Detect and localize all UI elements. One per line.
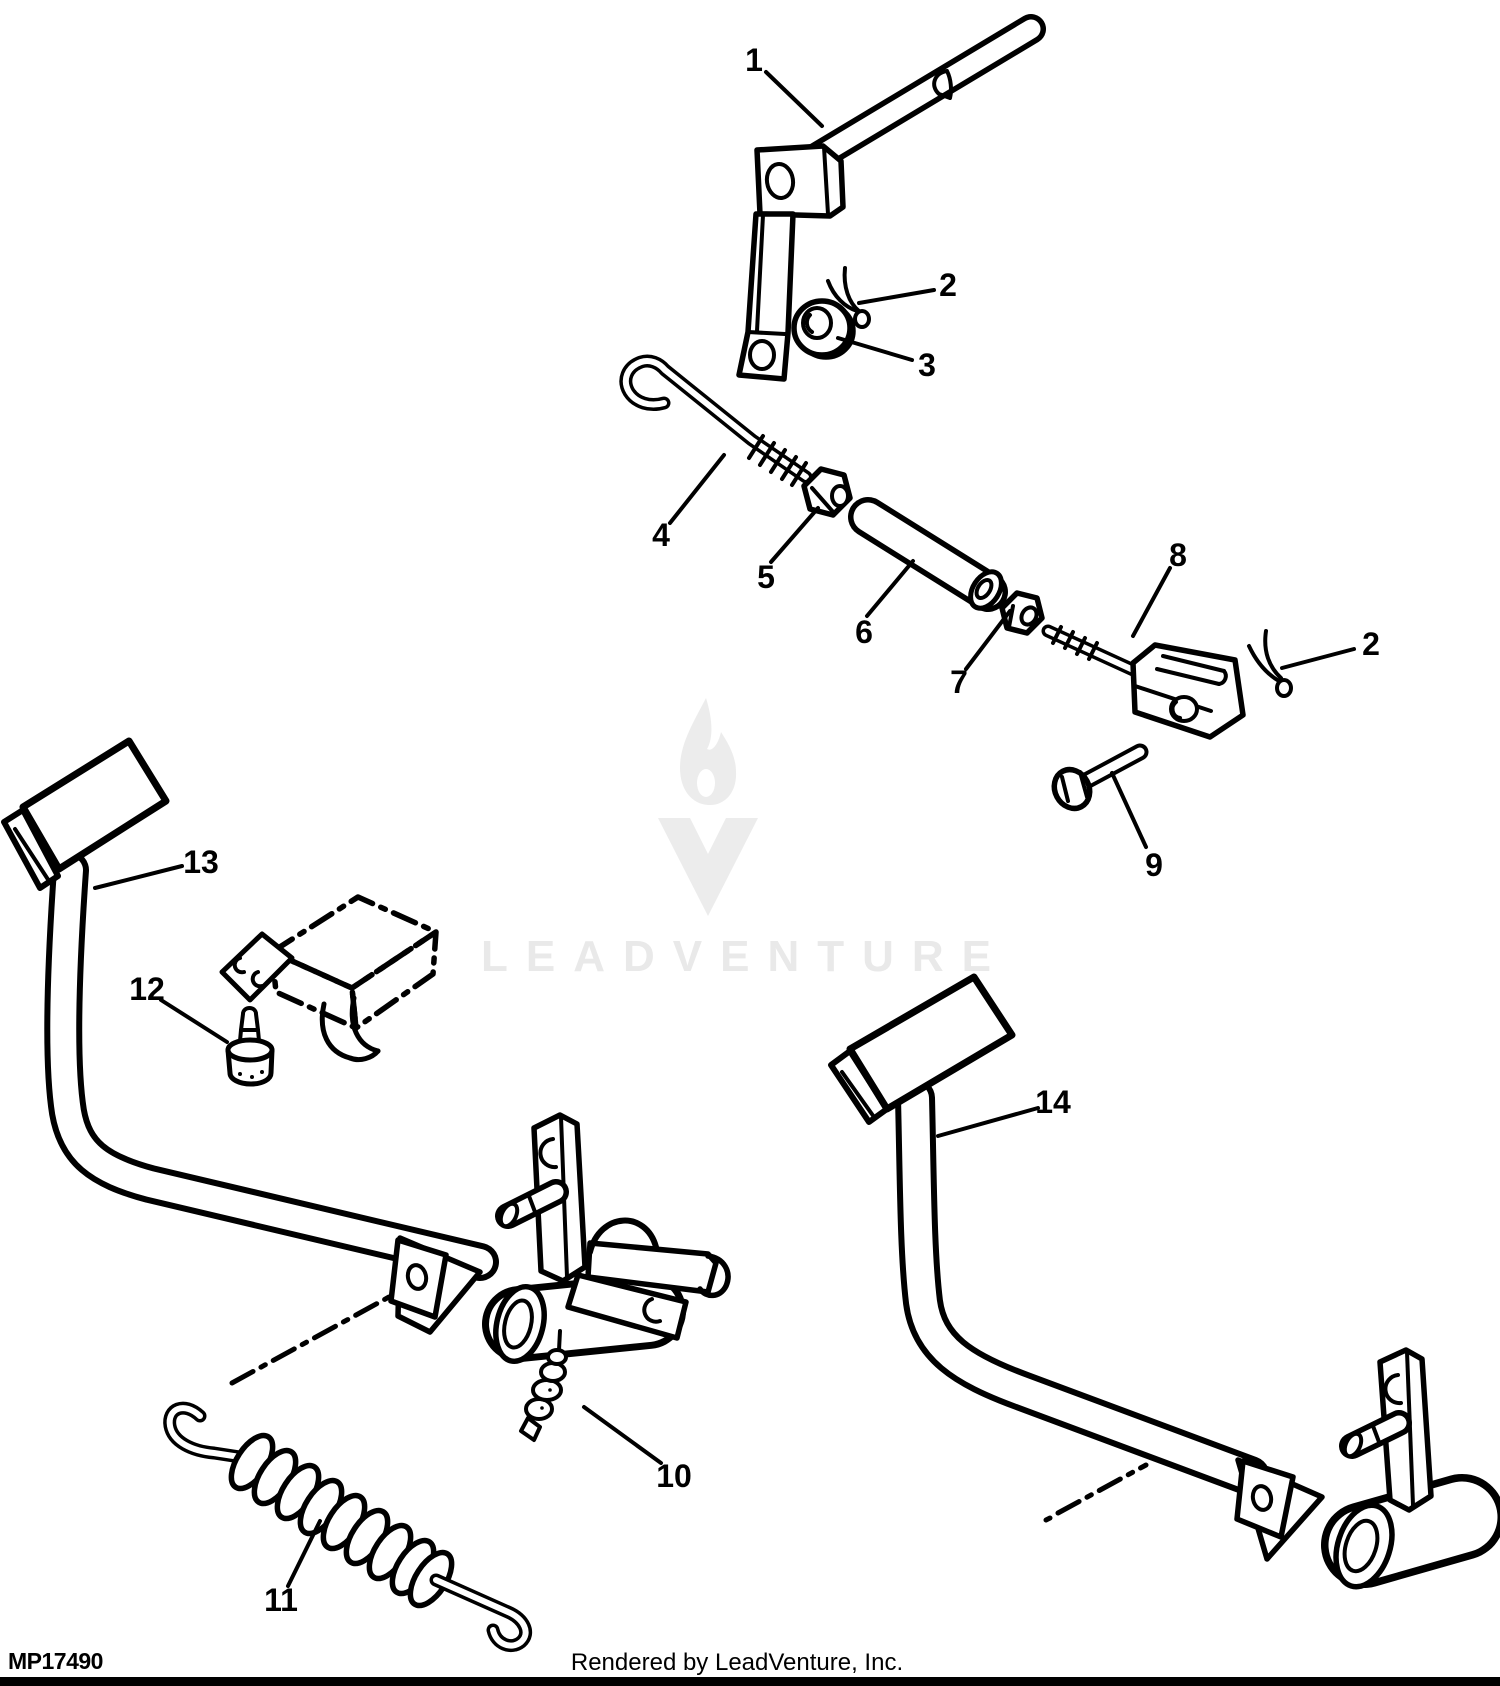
part-1-pedal-shaft-lever bbox=[736, 14, 1046, 382]
callout-3: 3 bbox=[918, 347, 936, 383]
callout-5: 5 bbox=[757, 559, 775, 595]
callout-4: 4 bbox=[652, 517, 670, 553]
pivot-shaft-assembly-center bbox=[388, 1112, 731, 1365]
callout-14: 14 bbox=[1035, 1084, 1071, 1120]
part-5-nut bbox=[801, 466, 853, 518]
callout-2-right: 2 bbox=[1362, 626, 1380, 662]
callout-12: 12 bbox=[129, 971, 165, 1007]
callout-9: 9 bbox=[1145, 847, 1163, 883]
callout-1: 1 bbox=[745, 42, 763, 78]
callout-6: 6 bbox=[855, 614, 873, 650]
part-7-nut bbox=[999, 590, 1045, 636]
callout-10: 10 bbox=[656, 1458, 692, 1494]
callout-13: 13 bbox=[183, 844, 219, 880]
pivot-shaft-assembly-right bbox=[1234, 1347, 1500, 1590]
leadventure-flame-v-logo-icon bbox=[658, 698, 758, 916]
callout-7: 7 bbox=[950, 664, 968, 700]
document-number: MP17490 bbox=[8, 1648, 103, 1674]
part-11-extension-spring bbox=[163, 1401, 532, 1652]
part-8-clevis-rod bbox=[1041, 624, 1246, 740]
part-12-plug bbox=[225, 1006, 275, 1087]
part-6-spacer-tube bbox=[848, 497, 1008, 612]
callout-11: 11 bbox=[264, 1582, 298, 1618]
part-2-cotter-pin-upper bbox=[826, 266, 871, 329]
part-3-washer bbox=[791, 298, 856, 360]
part-4-hooked-rod bbox=[619, 354, 813, 487]
mounting-bracket-phantom bbox=[219, 894, 439, 1063]
part-10-grease-fitting bbox=[519, 1329, 568, 1442]
part-14-right-pedal bbox=[828, 973, 1270, 1496]
part-9-bolt bbox=[1051, 743, 1149, 812]
part-2-cotter-pin-right bbox=[1247, 629, 1293, 698]
watermark-text: LEADVENTURE bbox=[480, 932, 1010, 981]
rendered-by-credit: Rendered by LeadVenture, Inc. bbox=[570, 1649, 904, 1676]
callout-8: 8 bbox=[1169, 537, 1187, 573]
callout-2-upper: 2 bbox=[939, 267, 957, 303]
part-13-left-pedal bbox=[1, 737, 499, 1281]
bottom-rule bbox=[0, 1677, 1500, 1686]
callout-leader-lines bbox=[93, 70, 1356, 1588]
